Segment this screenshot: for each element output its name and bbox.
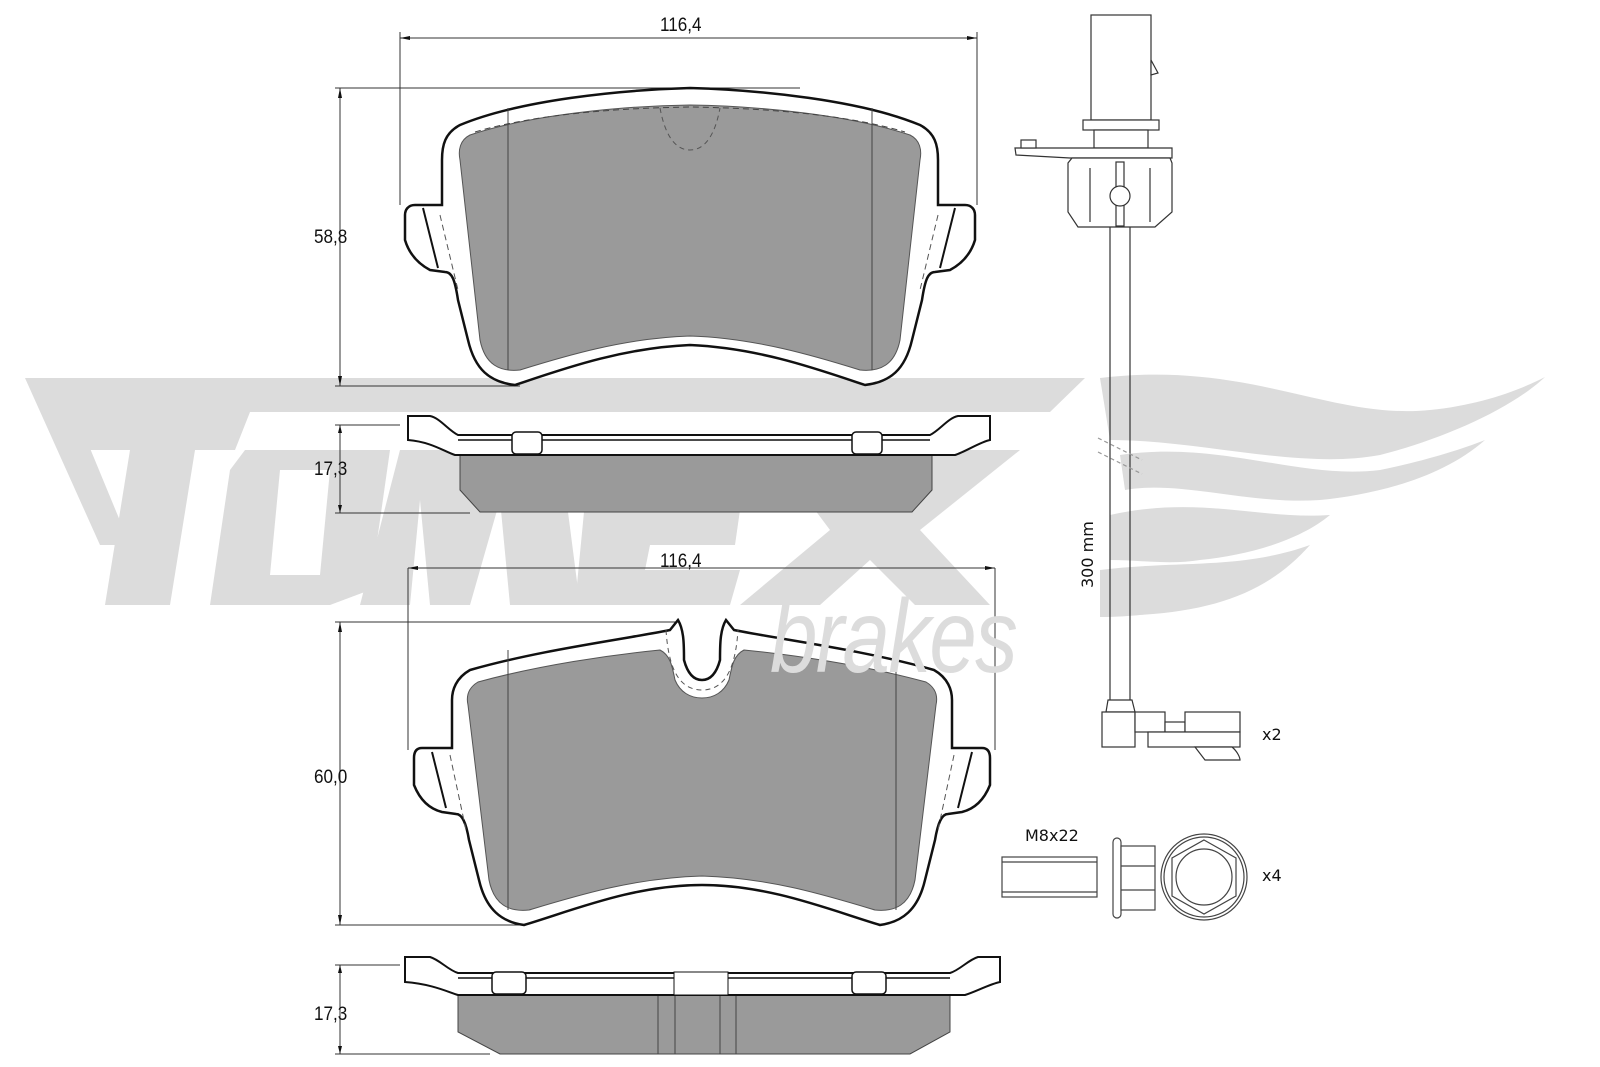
outer-pad-front-view: [335, 32, 978, 387]
bolt-size-label: M8x22: [1025, 826, 1079, 845]
wear-sensor-length-label: 300 mm: [1078, 521, 1097, 588]
bolt-drawing: [1001, 833, 1248, 921]
inner-pad-side-view: [335, 956, 1001, 1055]
outer-pad-thickness-label: 17,3: [314, 459, 348, 480]
outer-pad-height-label: 58,8: [314, 227, 348, 248]
outer-pad-dimensions: [335, 32, 978, 387]
watermark-brakes-text: brakes: [770, 579, 1018, 695]
inner-pad-height-label: 60,0: [314, 767, 348, 788]
inner-pad-front-view: [335, 566, 996, 927]
inner-pad-thickness-label: 17,3: [314, 1004, 348, 1025]
watermark-logo: [25, 374, 1545, 617]
inner-pad-width-label: 116,4: [660, 551, 702, 572]
inner-pad-dimensions: [335, 567, 996, 926]
bolt-quantity-label: x4: [1262, 866, 1282, 885]
outer-pad-width-label: 116,4: [660, 15, 702, 36]
wear-sensor-quantity-label: x2: [1262, 725, 1282, 744]
outer-pad-side-view: [335, 415, 991, 514]
wear-sensor-drawing: [1014, 14, 1241, 761]
